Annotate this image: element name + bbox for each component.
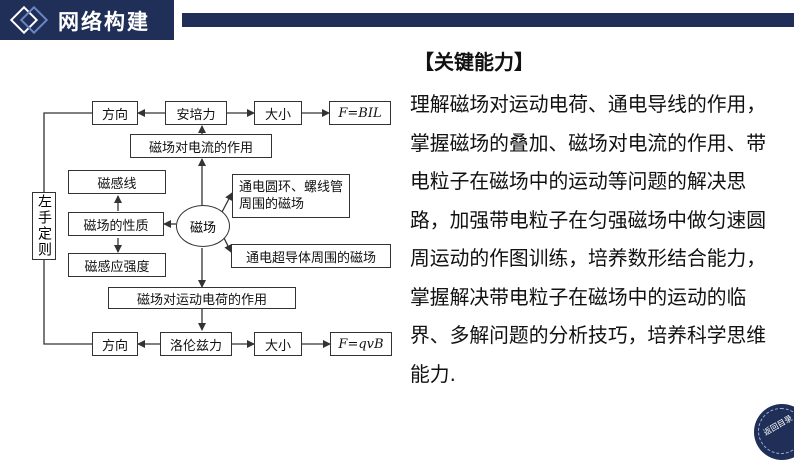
current-action-box: 磁场对电流的作用: [130, 134, 272, 158]
field-lines-box: 磁感线: [68, 170, 166, 194]
section-header: 网络构建: [0, 0, 174, 40]
top-formula-box: F=BIL: [329, 101, 391, 125]
bottom-formula-box: F=qvB: [330, 332, 392, 356]
bottom-magnitude-box: 大小: [254, 332, 302, 356]
center-ellipse: 磁场: [176, 205, 230, 247]
key-ability-heading: 【关键能力】: [414, 50, 534, 74]
field-intensity-box: 磁感应强度: [68, 253, 166, 277]
field-properties-box: 磁场的性质: [68, 212, 164, 236]
top-direction-box: 方向: [92, 101, 138, 125]
ring-field-box: 通电圆环、螺线管周围的磁场: [232, 174, 350, 218]
bottom-direction-box: 方向: [92, 332, 138, 356]
superconductor-field-box: 通电超导体周围的磁场: [231, 244, 391, 268]
lorentz-force-box: 洛伦兹力: [160, 332, 232, 356]
header-bar: [182, 13, 794, 27]
key-ability-body: 理解磁场对运动电荷、通电导线的作用，掌握磁场的叠加、磁场对电流的作用、带电粒子在…: [410, 93, 767, 386]
section-title: 网络构建: [58, 10, 150, 34]
left-hand-rule-box: 左手定则: [32, 192, 56, 260]
ampere-force-box: 安培力: [165, 101, 227, 125]
top-magnitude-box: 大小: [254, 101, 302, 125]
charge-action-box: 磁场对运动电荷的作用: [108, 287, 296, 309]
